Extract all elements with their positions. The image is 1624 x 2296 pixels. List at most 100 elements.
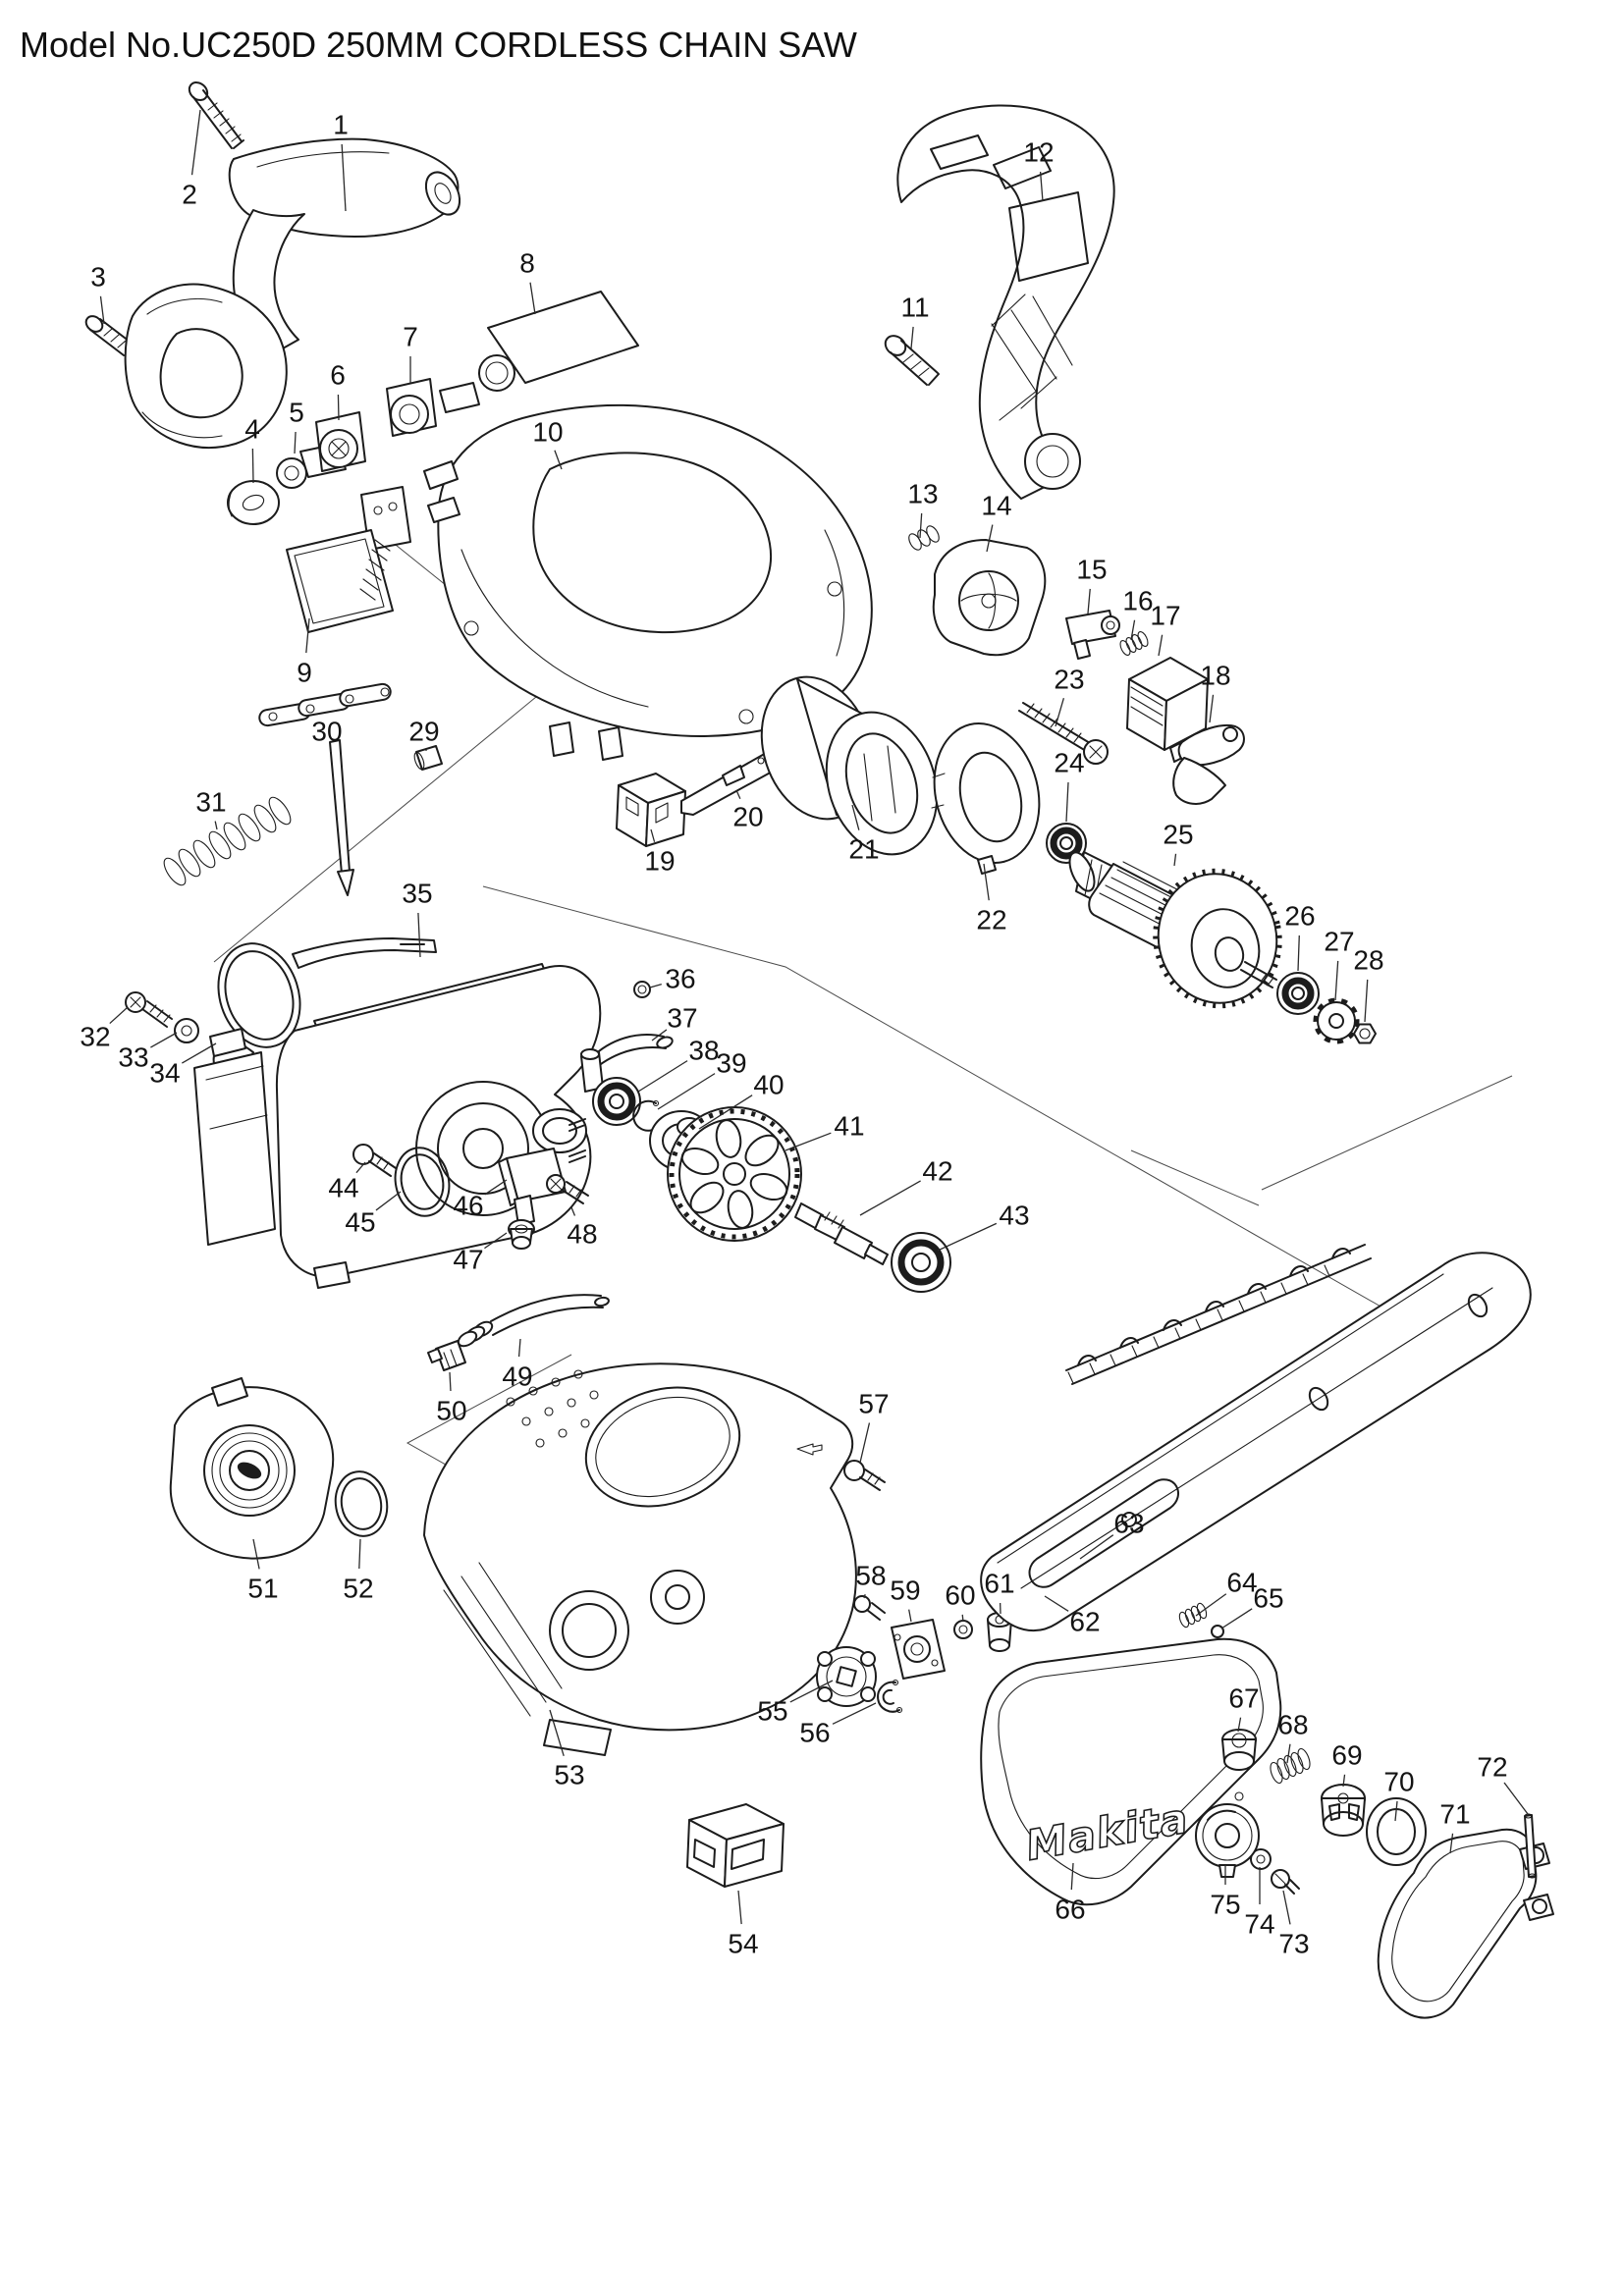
part-motor-housing-upper xyxy=(423,403,873,761)
leader-line-8 xyxy=(529,282,536,315)
part-nut-67 xyxy=(1221,1729,1257,1771)
part-label-28: 28 xyxy=(1353,945,1383,976)
leader-line-9 xyxy=(305,617,310,654)
part-label-21: 21 xyxy=(848,834,879,865)
part-label-61: 61 xyxy=(984,1569,1014,1599)
part-label-51: 51 xyxy=(247,1574,278,1604)
leader-line-49 xyxy=(517,1338,521,1358)
leader-line-67 xyxy=(1237,1717,1242,1733)
leader-line-69 xyxy=(1342,1774,1346,1788)
part-label-15: 15 xyxy=(1076,555,1107,585)
leader-line-42 xyxy=(859,1180,921,1216)
leader-line-52 xyxy=(358,1538,361,1570)
part-spring-16 xyxy=(1119,631,1149,656)
page-title: Model No.UC250D 250MM CORDLESS CHAIN SAW xyxy=(20,25,857,65)
leader-line-63 xyxy=(1079,1534,1114,1560)
leader-line-37 xyxy=(651,1029,668,1041)
part-label-56: 56 xyxy=(799,1718,830,1748)
part-clutch-washer-55 xyxy=(816,1646,877,1707)
part-gear-27 xyxy=(1313,997,1360,1044)
part-label-31: 31 xyxy=(195,787,226,818)
part-spring-64 xyxy=(1178,1602,1208,1629)
leader-line-11 xyxy=(910,326,914,349)
part-washer-33 xyxy=(174,1018,199,1043)
leader-line-16 xyxy=(1130,619,1136,641)
part-insulation-ring-22 xyxy=(931,722,1041,875)
leader-line-12 xyxy=(1039,171,1044,202)
leader-line-17 xyxy=(1158,634,1164,657)
leader-line-10 xyxy=(554,450,563,470)
part-link-30 xyxy=(258,682,392,896)
leader-line-26 xyxy=(1297,934,1300,972)
leader-line-23 xyxy=(1055,698,1065,727)
leader-line-70 xyxy=(1394,1800,1398,1822)
part-bearing-38 xyxy=(592,1077,641,1126)
part-label-7: 7 xyxy=(403,322,418,352)
part-guide-bar xyxy=(980,1252,1532,1632)
part-bearing-26 xyxy=(1276,972,1320,1015)
part-screw-48 xyxy=(546,1174,589,1204)
leader-line-20 xyxy=(735,789,741,799)
part-end-bracket-51 xyxy=(169,1377,335,1560)
part-baffle-14 xyxy=(932,539,1047,657)
leader-line-58 xyxy=(863,1593,866,1599)
leader-line-13 xyxy=(919,512,923,539)
leader-line-34 xyxy=(181,1042,217,1064)
leader-line-56 xyxy=(832,1702,877,1725)
part-label-62: 62 xyxy=(1069,1607,1100,1637)
part-label-48: 48 xyxy=(567,1219,597,1250)
part-label-71: 71 xyxy=(1439,1799,1470,1830)
leader-line-71 xyxy=(1449,1833,1454,1854)
part-label-34: 34 xyxy=(149,1058,180,1089)
part-switch-7 xyxy=(386,354,515,437)
leader-line-28 xyxy=(1364,979,1369,1023)
part-e-clip-56 xyxy=(877,1679,903,1714)
part-label-17: 17 xyxy=(1150,601,1180,631)
part-label-38: 38 xyxy=(688,1036,719,1066)
leader-line-36 xyxy=(649,983,662,988)
part-label-32: 32 xyxy=(80,1022,110,1052)
part-label-3: 3 xyxy=(90,262,106,293)
part-ball-65 xyxy=(1211,1625,1224,1638)
part-label-16: 16 xyxy=(1122,586,1153,616)
part-cap-4 xyxy=(227,480,280,525)
part-saw-chain xyxy=(1065,1244,1372,1385)
part-label-37: 37 xyxy=(667,1003,697,1034)
part-oring-52 xyxy=(334,1470,389,1537)
leader-line-1 xyxy=(341,143,347,212)
part-controller-9 xyxy=(286,486,411,633)
part-label-35: 35 xyxy=(402,879,432,909)
leader-line-19 xyxy=(650,828,656,842)
leader-line-4 xyxy=(251,448,254,484)
leader-line-40 xyxy=(698,1095,753,1130)
leader-line-65 xyxy=(1220,1608,1253,1629)
part-switch-19 xyxy=(616,773,686,847)
part-handle-boot xyxy=(124,283,288,449)
part-label-20: 20 xyxy=(732,802,763,832)
leader-line-51 xyxy=(252,1538,260,1570)
part-label-36: 36 xyxy=(665,964,695,994)
leader-line-57 xyxy=(859,1422,871,1464)
leader-line-22 xyxy=(983,863,990,901)
leader-line-31 xyxy=(214,821,218,830)
part-label-40: 40 xyxy=(753,1070,784,1100)
part-label-66: 66 xyxy=(1055,1895,1085,1925)
part-label-6: 6 xyxy=(330,360,346,391)
leader-line-33 xyxy=(150,1032,178,1048)
part-label-59: 59 xyxy=(890,1575,920,1606)
part-label-68: 68 xyxy=(1277,1710,1308,1740)
part-label-60: 60 xyxy=(945,1580,975,1611)
leader-line-6 xyxy=(337,394,340,421)
leader-line-41 xyxy=(785,1132,832,1151)
part-label-24: 24 xyxy=(1054,748,1084,778)
part-adjuster-disc-75 xyxy=(1195,1803,1260,1878)
leader-line-62 xyxy=(1044,1595,1069,1612)
leader-line-24 xyxy=(1065,781,1069,823)
part-label-64: 64 xyxy=(1226,1568,1257,1598)
leader-line-39 xyxy=(657,1073,716,1110)
leader-line-44 xyxy=(355,1161,366,1174)
leader-line-72 xyxy=(1503,1782,1529,1815)
leader-line-55 xyxy=(789,1680,834,1703)
